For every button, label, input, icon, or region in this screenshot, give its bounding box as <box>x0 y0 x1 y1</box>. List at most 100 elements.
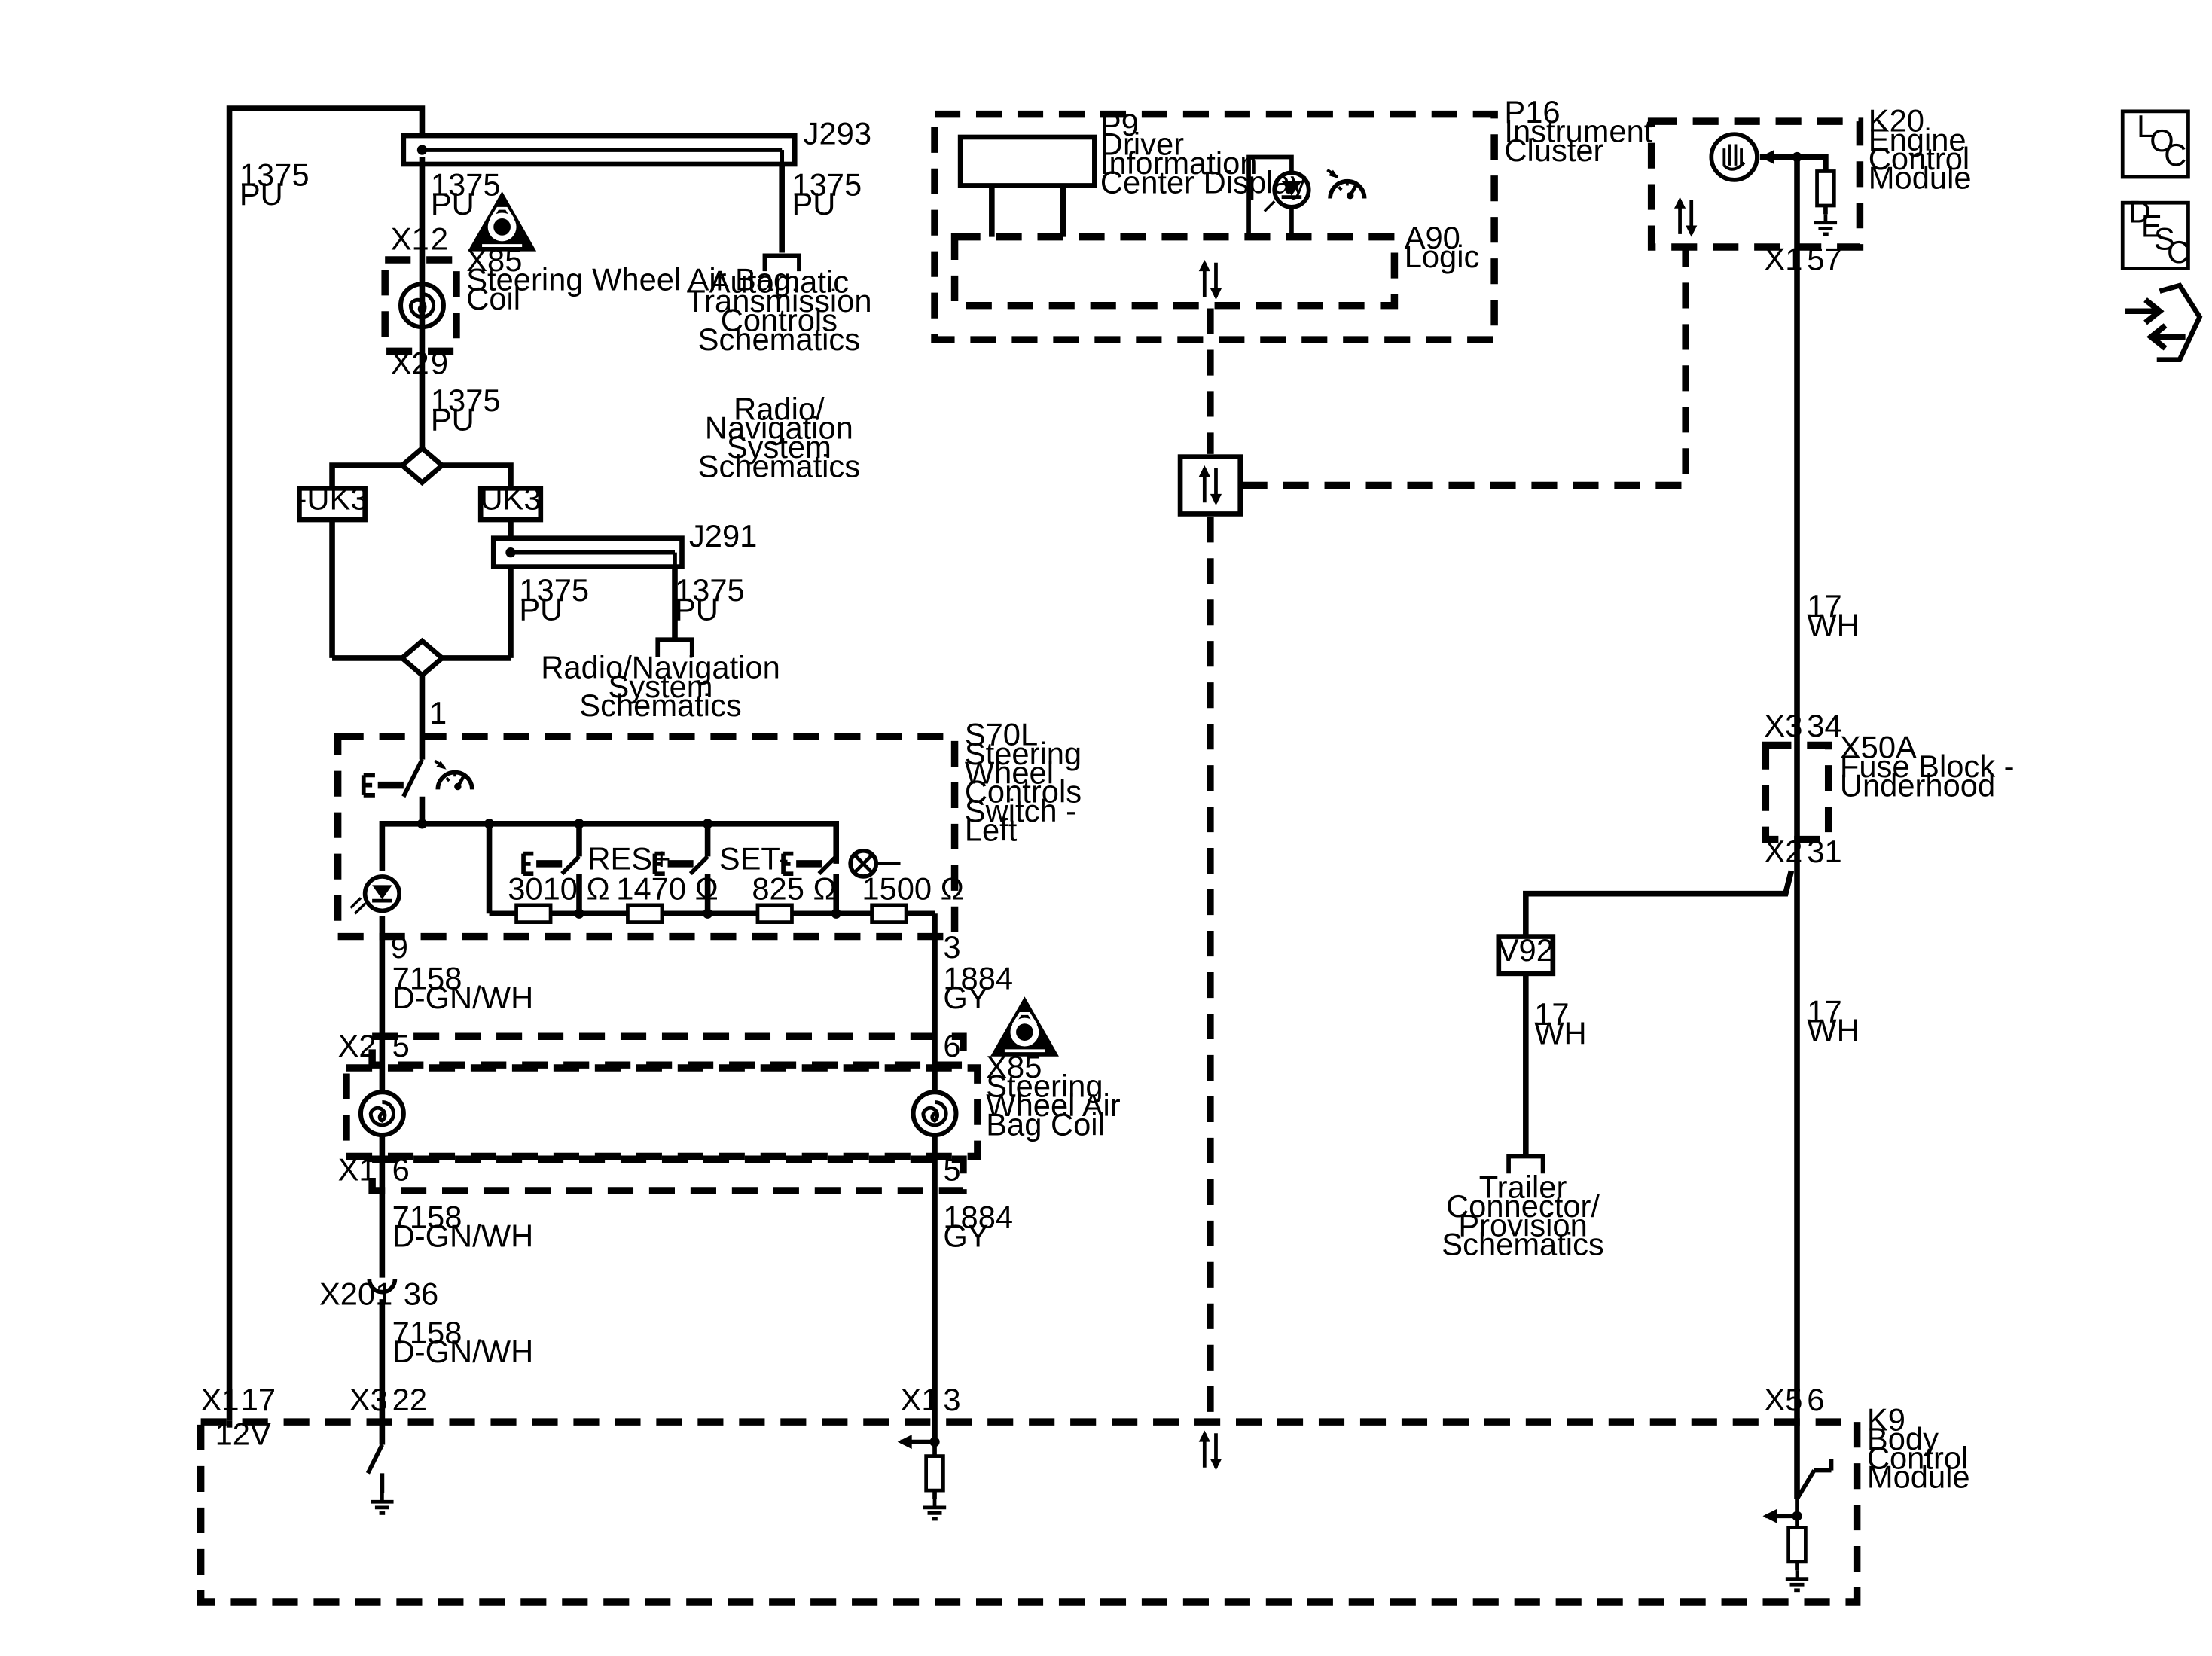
resistor-1470 <box>626 903 664 924</box>
pin-1: 1 <box>429 695 447 730</box>
conn-x2-mid: X2 <box>338 1028 377 1063</box>
wires <box>226 105 1829 1499</box>
neg-uk3-label: -UK3 <box>297 481 368 517</box>
k9-serial-icon <box>1199 1430 1222 1470</box>
pin-6-x2: 6 <box>943 1028 960 1063</box>
pin-3-s70l: 3 <box>943 929 960 965</box>
resistor-3010 <box>514 903 553 924</box>
k9-ground-17-icon <box>1786 1570 1808 1590</box>
k20-serial-icon <box>1674 197 1697 237</box>
description-button[interactable]: D E S C <box>2120 194 2190 270</box>
desc-letter-4: C <box>2167 234 2189 270</box>
resistor-label-4: 1500 Ω <box>862 871 963 906</box>
resistor-label-3: 825 Ω <box>752 871 836 906</box>
p16-components <box>1199 154 1365 506</box>
dashed-elements <box>197 110 1864 1606</box>
x85-bottom-boundary <box>343 1064 981 1160</box>
pin-6-k9: 6 <box>1807 1382 1824 1417</box>
res-label: RES+ <box>587 840 670 876</box>
option-diamond-top <box>398 444 447 486</box>
resistor-1500 <box>870 903 908 924</box>
pin-5-x1: 5 <box>943 1152 960 1188</box>
uk3-box <box>477 486 544 523</box>
ref-arrow-radio <box>655 637 694 657</box>
pin-22: 22 <box>392 1382 427 1417</box>
a90-serial-icon <box>1199 260 1222 300</box>
loc-letter-3: C <box>2164 137 2186 172</box>
cluster-gauge-icon <box>1327 170 1364 200</box>
location-button[interactable]: L O C <box>2120 108 2190 179</box>
loc-letter-1: L <box>2137 108 2154 144</box>
set-label: SET- <box>719 840 789 876</box>
pin-3-k9: 3 <box>943 1382 960 1417</box>
dimmer-gauge-icon <box>435 761 472 790</box>
airbag-warning-icon-2 <box>989 995 1060 1058</box>
pin-36: 36 <box>404 1276 438 1312</box>
wire-to-neg-uk3 <box>329 462 402 489</box>
k20-components <box>1674 132 1837 237</box>
x50a-boundary <box>1762 741 1832 843</box>
conn-x3-x50a: X3 <box>1764 708 1802 743</box>
serial-data-k20 <box>1241 248 1689 489</box>
resistor-label-2: 1470 Ω <box>616 871 718 906</box>
wire-17-wh-to-v92 <box>1523 870 1795 937</box>
j293-label: J293 <box>804 115 871 151</box>
v92-label: V92 <box>1498 932 1554 968</box>
pin-17: 17 <box>241 1382 276 1417</box>
j291-label: J291 <box>689 518 757 554</box>
desc-letter-1: D <box>2128 194 2151 230</box>
x201-connector-icon <box>367 1279 398 1295</box>
k9-components <box>226 1420 1834 1590</box>
pin-6-x1: 6 <box>392 1152 410 1188</box>
k20-internal-wire <box>1759 154 1829 172</box>
connector-info-button[interactable] <box>2125 282 2203 363</box>
a90-boundary <box>950 233 1399 310</box>
s70l-actuator-1 <box>361 773 375 798</box>
pin-9-s70l: 9 <box>391 929 408 965</box>
loc-letter-2: O <box>2149 123 2174 158</box>
k20-boundary <box>1647 117 1864 251</box>
s70l-boundary <box>334 733 959 941</box>
x201-label: X201 <box>319 1276 392 1312</box>
conn-x1-top: X1 <box>391 221 429 257</box>
k9-ground-7158-icon <box>371 1493 393 1514</box>
x85-x2-boundary <box>368 1032 967 1069</box>
k9-ground-1884-icon <box>923 1499 946 1519</box>
conn-x2-x50a: X2 <box>1764 834 1802 869</box>
k20-ground-icon <box>1814 214 1837 234</box>
gateway-serial-box <box>1177 454 1243 517</box>
splice-j291 <box>490 535 685 569</box>
pin-34: 34 <box>1807 708 1841 743</box>
pin-9-top: 9 <box>431 346 448 381</box>
conn-x3-k9: X3 <box>349 1382 388 1417</box>
neg-uk3-box <box>297 486 368 523</box>
conn-x2-top: X2 <box>391 346 429 381</box>
ref-arrow-trailer <box>1506 1154 1545 1174</box>
conn-x1-k9: X1 <box>201 1382 240 1417</box>
desc-letter-2: E <box>2141 209 2162 244</box>
pin-5-x2: 5 <box>392 1028 410 1063</box>
x85-x1-boundary <box>368 1155 967 1194</box>
